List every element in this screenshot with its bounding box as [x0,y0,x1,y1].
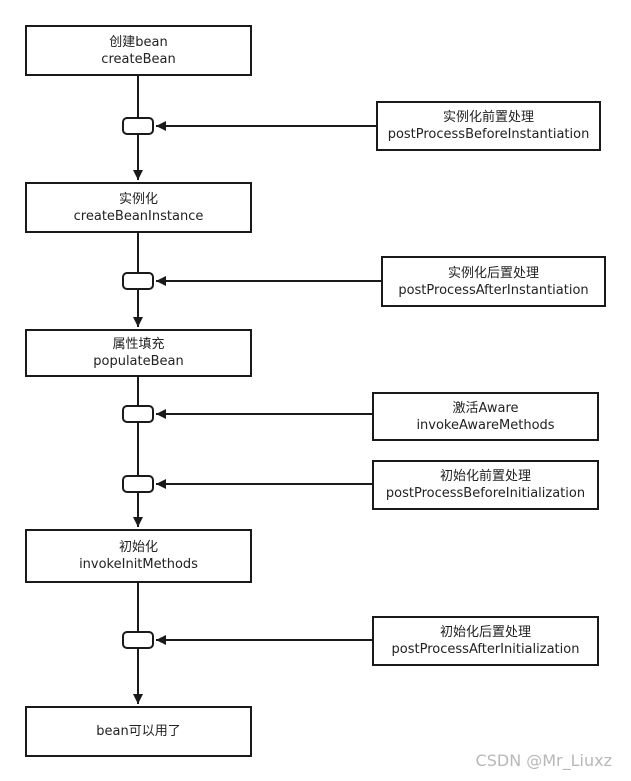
stage-method: createBeanInstance [73,208,204,224]
stage-method: createBean [101,51,176,67]
hook-before-instantiation: 实例化前置处理 postProcessBeforeInstantiation [376,101,601,151]
hook-method: postProcessAfterInitialization [391,642,580,657]
hook-title: 激活Aware [452,400,519,416]
stage-title: 实例化 [118,191,158,207]
hook-title: 初始化后置处理 [439,625,531,640]
hook-invoke-aware: 激活Aware invokeAwareMethods [372,392,599,441]
watermark: CSDN @Mr_Liuxz [475,751,612,770]
hook-title: 初始化前置处理 [439,469,531,484]
stage-method: invokeInitMethods [79,557,198,572]
connector-node-3 [122,405,154,423]
hook-method: invokeAwareMethods [416,417,555,433]
stage-instantiate: 实例化 createBeanInstance [25,182,252,233]
connector-node-2 [122,272,154,290]
hook-title: 实例化后置处理 [447,265,539,281]
connector-node-4 [122,475,154,493]
stage-method: populateBean [93,354,184,369]
hook-title: 实例化前置处理 [442,110,534,125]
stage-title: 属性填充 [112,337,165,352]
hook-method: postProcessBeforeInstantiation [387,127,590,142]
stage-ready: bean可以用了 [25,706,252,757]
hook-method: postProcessAfterInstantiation [398,282,589,298]
stage-title: bean可以用了 [96,724,181,739]
hook-after-instantiation: 实例化后置处理 postProcessAfterInstantiation [381,256,606,307]
connector-node-1 [122,117,154,135]
stage-initialize: 初始化 invokeInitMethods [25,529,252,583]
connector-node-5 [122,631,154,649]
stage-populate: 属性填充 populateBean [25,329,252,377]
hook-method: postProcessBeforeInitialization [385,486,586,501]
hook-before-initialization: 初始化前置处理 postProcessBeforeInitialization [372,460,599,510]
hook-after-initialization: 初始化后置处理 postProcessAfterInitialization [372,616,599,666]
stage-create-bean: 创建bean createBean [25,25,252,76]
stage-title: 初始化 [118,540,158,555]
stage-title: 创建bean [109,34,168,50]
